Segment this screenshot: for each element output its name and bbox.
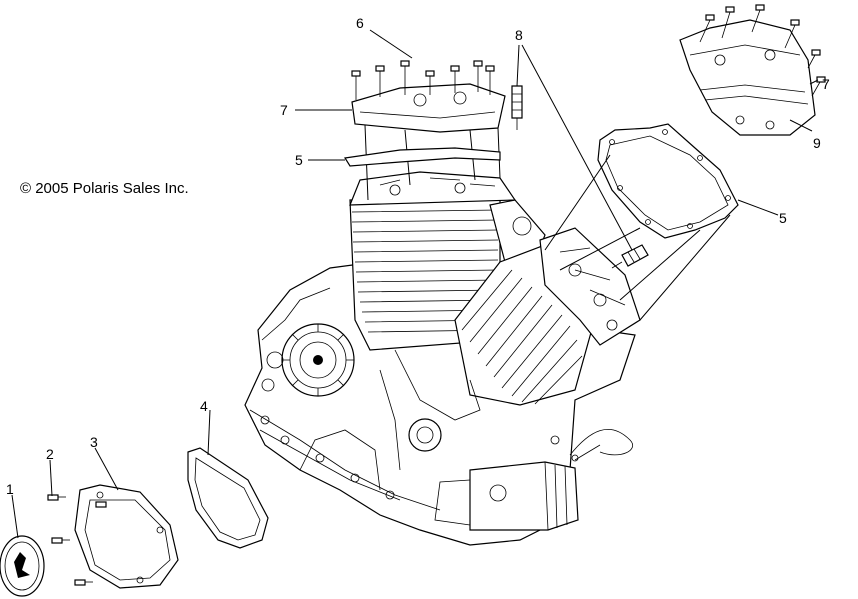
callout-1: 1 xyxy=(6,481,14,497)
cam-cover xyxy=(74,484,179,589)
engine-block xyxy=(244,171,641,546)
callout-7-right: 7 xyxy=(822,76,830,92)
callout-5-rear: 5 xyxy=(779,210,787,226)
callout-7-top: 6 xyxy=(356,15,364,31)
front-rocker-gasket xyxy=(344,147,501,167)
callout-6: 7 xyxy=(280,102,288,118)
rear-cylinder xyxy=(454,227,641,406)
front-rocker-cover xyxy=(351,60,506,133)
callout-8: 8 xyxy=(515,27,523,43)
callout-4: 4 xyxy=(200,398,208,414)
callout-3: 3 xyxy=(90,434,98,450)
cover-screws xyxy=(47,494,107,586)
spark-plug-front xyxy=(511,85,523,130)
medallion-badge xyxy=(0,535,45,597)
rear-rocker-gasket xyxy=(597,123,739,239)
leader-lines xyxy=(11,29,819,539)
callout-5-front: 5 xyxy=(295,152,303,168)
copyright-text: © 2005 Polaris Sales Inc. xyxy=(20,180,189,197)
timing-gear xyxy=(281,323,355,397)
cam-cover-gasket xyxy=(187,447,269,549)
callout-9: 9 xyxy=(813,135,821,151)
spark-plug-rear xyxy=(611,244,649,269)
callout-2: 2 xyxy=(46,446,54,462)
starter-motor xyxy=(434,461,579,531)
rear-rocker-cover xyxy=(679,4,826,136)
front-cylinder xyxy=(349,171,546,351)
